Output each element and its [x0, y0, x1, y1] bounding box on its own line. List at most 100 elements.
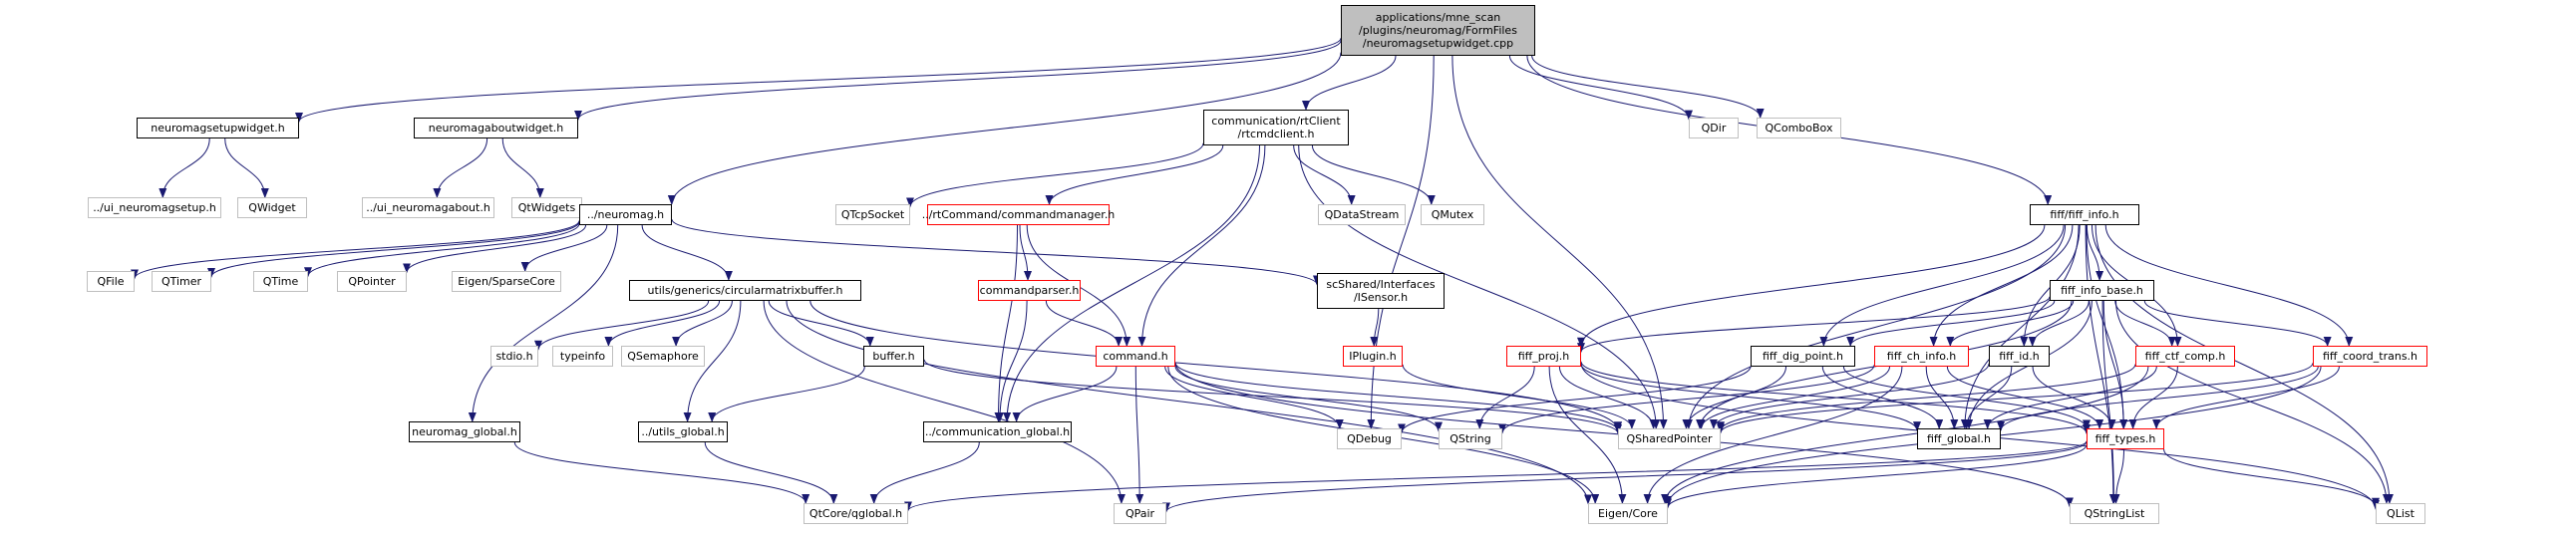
- qdatastream-node[interactable]: QDataStream: [1318, 204, 1406, 225]
- edge-root-to-nsw: [295, 38, 1342, 123]
- edge-fiffproj-to-fifftypes: [1580, 361, 2091, 434]
- fiff-info-node[interactable]: fiff/fiff_info.h: [2030, 204, 2139, 225]
- edge-fiffcoord-to-fifftypes: [2152, 366, 2340, 429]
- neuromagaboutwidget-node[interactable]: neuromagaboutwidget.h: [414, 118, 578, 138]
- edge-rtc-to-qtcpsocket: [906, 142, 1204, 208]
- node-label: typeinfo: [559, 350, 606, 363]
- edge-fiffcoord-to-qshared: [1717, 363, 2314, 434]
- fiff-info-base-node[interactable]: fiff_info_base.h: [2050, 280, 2154, 301]
- node-label: ../ui_neuromagsetup.h: [93, 201, 216, 214]
- fiff-global-node[interactable]: fiff_global.h: [1917, 428, 2001, 449]
- edge-fiffinfobase-to-fifftypes: [2102, 300, 2128, 429]
- qtwidgets-node[interactable]: QtWidgets: [511, 197, 582, 218]
- root-file-node[interactable]: applications/mne_scan/plugins/neuromag/F…: [1341, 5, 1535, 56]
- communication-global-node[interactable]: ../communication_global.h: [923, 421, 1072, 442]
- node-label: QMutex: [1431, 208, 1474, 221]
- edge-neuromag-to-sparse: [520, 224, 608, 272]
- node-label: utils/generics/circularmatrixbuffer.h: [647, 284, 843, 297]
- edge-rtc-to-qdatastream: [1293, 144, 1356, 205]
- edge-fiffctf-to-fiffglobal: [1983, 366, 2157, 429]
- command-node[interactable]: command.h: [1096, 346, 1175, 367]
- edge-cmdmgr-to-cmdparser: [1019, 224, 1032, 281]
- fiff-id-node[interactable]: fiff_id.h: [1989, 346, 2050, 367]
- edge-fiffinfo-to-qshared: [1684, 224, 2067, 429]
- edge-isensor-to-iplugin: [1370, 308, 1380, 347]
- ui-neuromagsetup-node[interactable]: ../ui_neuromagsetup.h: [88, 197, 221, 218]
- node-label: QtCore/qglobal.h: [808, 507, 903, 520]
- neuromag-global-node[interactable]: neuromag_global.h: [409, 421, 520, 442]
- commandmanager-node[interactable]: ../rtCommand/commandmanager.h: [922, 204, 1115, 225]
- edge-fiffctf-to-eigencore: [1661, 366, 2149, 504]
- edge-cmdmgr-to-commglobal: [994, 224, 1018, 422]
- node-label: ../utils_global.h: [641, 425, 725, 438]
- fiff-ctf-comp-node[interactable]: fiff_ctf_comp.h: [2135, 346, 2235, 367]
- qtimer-node[interactable]: QTimer: [152, 271, 211, 292]
- edge-cmbuf-to-utilsglobal: [683, 300, 742, 422]
- qtcore-qglobal-node[interactable]: QtCore/qglobal.h: [804, 503, 908, 524]
- neuromagsetupwidget-node[interactable]: neuromagsetupwidget.h: [137, 118, 299, 138]
- edge-fiffinfobase-to-fiffproj: [1577, 296, 2051, 354]
- node-label: QComboBox: [1765, 122, 1833, 135]
- edge-command-to-qshared: [1174, 362, 1622, 432]
- isensor-node[interactable]: scShared/Interfaces/ISensor.h: [1317, 273, 1445, 309]
- qpair-node[interactable]: QPair: [1114, 503, 1166, 524]
- typeinfo-node[interactable]: typeinfo: [552, 346, 613, 367]
- edge-root-to-qcombo: [1531, 55, 1765, 119]
- rtcmdclient-node[interactable]: communication/rtClient/rtcmdclient.h: [1203, 110, 1349, 145]
- node-label: communication/rtClient: [1211, 115, 1341, 128]
- iplugin-node[interactable]: IPlugin.h: [1343, 346, 1403, 367]
- node-label: Eigen/SparseCore: [458, 275, 555, 288]
- qlist-node[interactable]: QList: [2376, 503, 2425, 524]
- qsharedpointer-node[interactable]: QSharedPointer: [1618, 428, 1721, 449]
- qwidget-node[interactable]: QWidget: [237, 197, 307, 218]
- qcombobox-node[interactable]: QComboBox: [1757, 118, 1841, 138]
- circularmatrixbuffer-node[interactable]: utils/generics/circularmatrixbuffer.h: [629, 280, 861, 301]
- buffer-node[interactable]: buffer.h: [863, 346, 924, 367]
- qtime-node[interactable]: QTime: [253, 271, 308, 292]
- neuromag-node[interactable]: ../neuromag.h: [579, 204, 672, 225]
- stdio-node[interactable]: stdio.h: [490, 346, 538, 367]
- commandparser-node[interactable]: commandparser.h: [978, 280, 1081, 301]
- qdir-node[interactable]: QDir: [1689, 118, 1739, 138]
- qmutex-node[interactable]: QMutex: [1421, 204, 1484, 225]
- edge-fiffid-to-qshared: [1709, 363, 1990, 429]
- fiff-types-node[interactable]: fiff_types.h: [2087, 428, 2164, 449]
- edge-fiffinfo-to-fiffproj: [1577, 224, 2046, 348]
- fiff-ch-info-node[interactable]: fiff_ch_info.h: [1874, 346, 1969, 367]
- ui-neuromagabout-node[interactable]: ../ui_neuromagabout.h: [362, 197, 494, 218]
- eigen-core-node[interactable]: Eigen/Core: [1588, 503, 1668, 524]
- qfile-node[interactable]: QFile: [87, 271, 135, 292]
- edge-commglobal-to-qglobal: [869, 441, 980, 504]
- qsemaphore-node[interactable]: QSemaphore: [621, 346, 705, 367]
- edge-naw-to-qtwidgets: [501, 137, 544, 198]
- node-label: scShared/Interfaces: [1326, 278, 1436, 291]
- node-label: /neuromagsetupwidget.cpp: [1362, 37, 1514, 50]
- edge-fiffid-to-fiffglobal: [1962, 366, 2013, 429]
- edge-fiffproj-to-eigencore: [1548, 366, 1627, 504]
- qstring-node[interactable]: QString: [1439, 428, 1502, 449]
- node-label: ../rtCommand/commandmanager.h: [921, 208, 1116, 221]
- node-label: ../ui_neuromagabout.h: [366, 201, 490, 214]
- node-label: QPointer: [348, 275, 396, 288]
- edge-cmbuf-to-qshared: [809, 300, 1622, 432]
- edge-fiffinfo-to-fiffch: [1929, 224, 2074, 347]
- qtcpsocket-node[interactable]: QTcpSocket: [835, 204, 910, 225]
- node-label: /rtcmdclient.h: [1237, 128, 1315, 140]
- edge-neuromag-to-qfile: [131, 220, 580, 280]
- fiff-dig-point-node[interactable]: fiff_dig_point.h: [1751, 346, 1855, 367]
- qstringlist-node[interactable]: QStringList: [2070, 503, 2159, 524]
- qdebug-node[interactable]: QDebug: [1337, 428, 1402, 449]
- qpointer-node[interactable]: QPointer: [337, 271, 407, 292]
- node-label: fiff_info_base.h: [2061, 284, 2143, 297]
- edge-buffer-to-qshared: [923, 359, 1622, 434]
- edge-command-to-commglobal: [1012, 366, 1118, 422]
- eigen-sparsecore-node[interactable]: Eigen/SparseCore: [452, 271, 561, 292]
- node-label: applications/mne_scan: [1375, 11, 1501, 24]
- fiff-proj-node[interactable]: fiff_proj.h: [1506, 346, 1581, 367]
- utils-global-node[interactable]: ../utils_global.h: [638, 421, 728, 442]
- edge-neuromag-to-qtime: [304, 223, 580, 278]
- edge-rtc-to-command: [1137, 144, 1266, 347]
- edge-rtc-to-cmdmgr: [1045, 144, 1224, 205]
- fiff-coord-trans-node[interactable]: fiff_coord_trans.h: [2313, 346, 2427, 367]
- edge-fifftypes-to-qstringlist: [2111, 448, 2124, 504]
